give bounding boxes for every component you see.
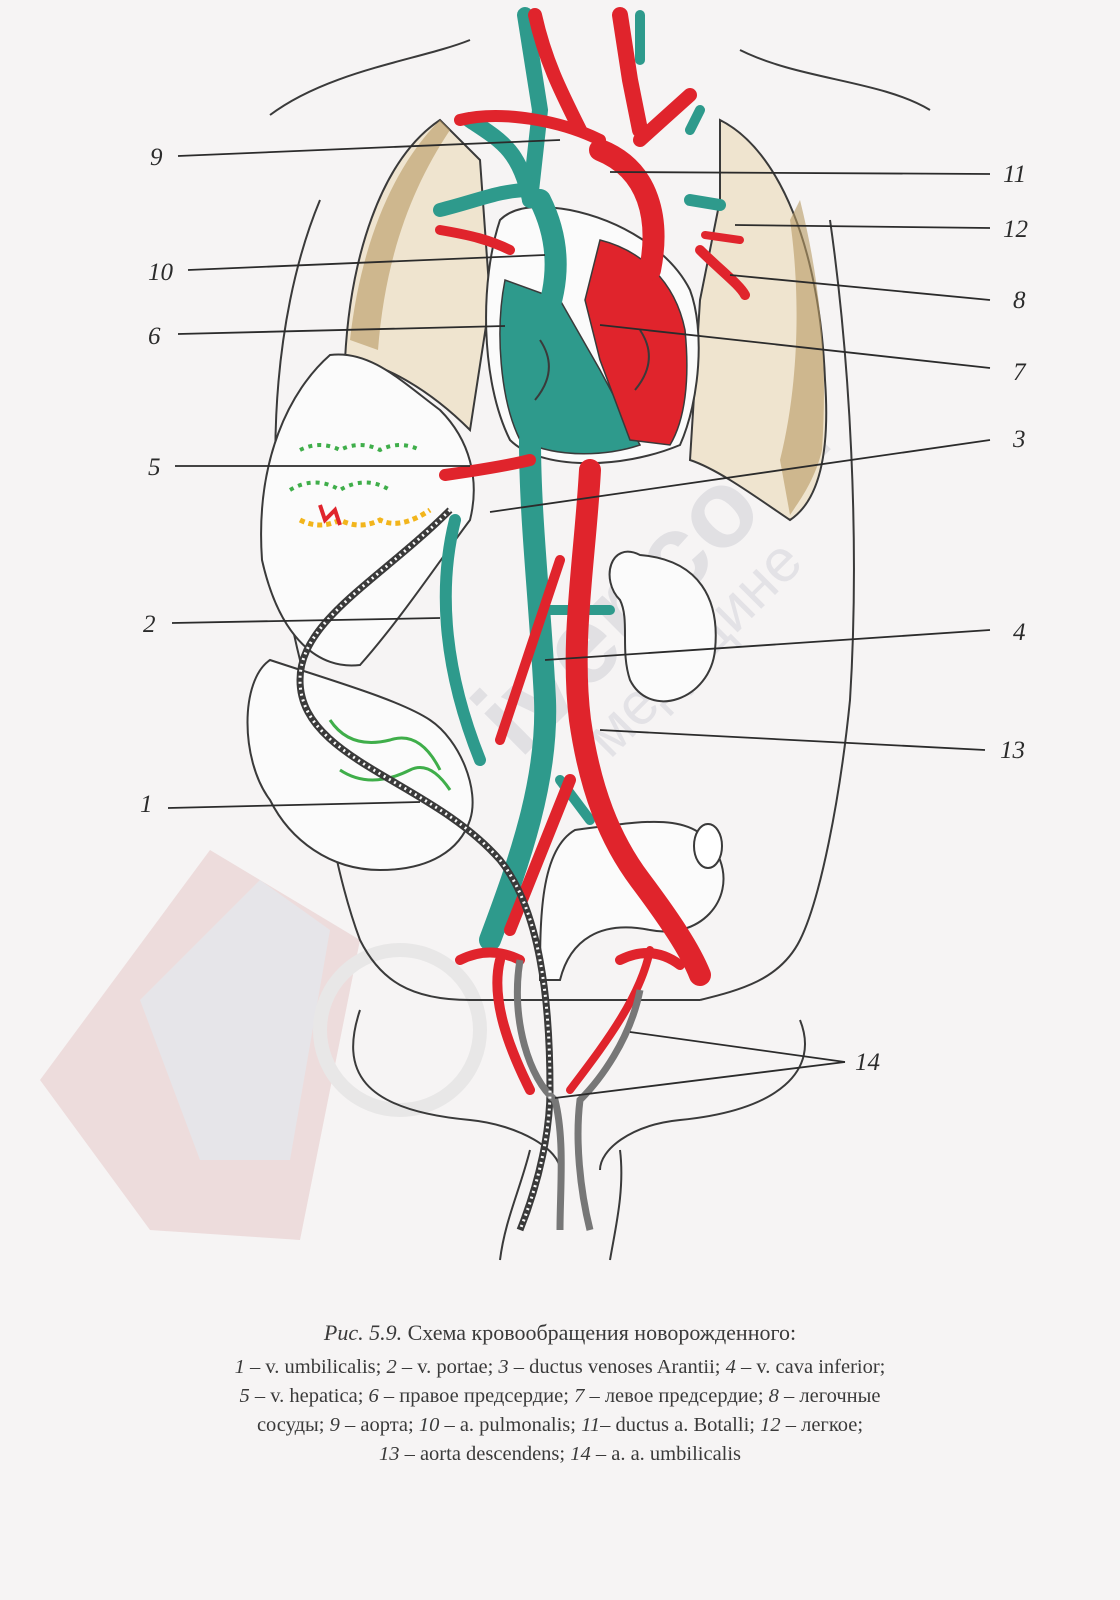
legend-text: – v. umbilicalis; bbox=[244, 1356, 387, 1378]
legend-num: 8 bbox=[768, 1385, 779, 1407]
left-kidney bbox=[608, 550, 717, 703]
legend-text: – aorta descendens; bbox=[399, 1443, 571, 1465]
leader-3 bbox=[489, 439, 991, 513]
circulation-diagram: iver.com медицине bbox=[40, 7, 1028, 1261]
legend-num: 12 bbox=[760, 1414, 781, 1436]
caption-title-text: Схема кровообращения новорожденного: bbox=[407, 1320, 797, 1345]
leader-13 bbox=[599, 729, 986, 751]
label-11: 11 bbox=[1003, 161, 1026, 188]
figure-caption: Рис. 5.9. Схема кровообращения новорожде… bbox=[60, 1318, 1060, 1469]
v-portae bbox=[439, 514, 486, 766]
leader-11 bbox=[609, 171, 991, 175]
legend-text: – ductus venoses Arantii; bbox=[508, 1356, 726, 1378]
v-umbilicalis bbox=[296, 507, 554, 1232]
legend-num: 14 bbox=[570, 1443, 591, 1465]
veins bbox=[433, 7, 726, 951]
caption-line-3: сосуды; 9 – аорта; 10 – a. pulmonalis; 1… bbox=[60, 1411, 1060, 1440]
legend-text: – аорта; bbox=[339, 1414, 419, 1436]
leader-6 bbox=[177, 325, 506, 335]
leader-9 bbox=[177, 139, 561, 157]
label-12: 12 bbox=[1003, 216, 1028, 243]
label-10: 10 bbox=[148, 259, 174, 286]
legend-num: 3 bbox=[498, 1356, 509, 1378]
left-atrium bbox=[584, 239, 688, 446]
label-5: 5 bbox=[148, 454, 161, 481]
label-2: 2 bbox=[143, 611, 156, 638]
arteries bbox=[435, 7, 750, 1095]
label-3: 3 bbox=[1012, 426, 1026, 453]
leader-4 bbox=[544, 629, 991, 661]
legend-num: 1 bbox=[234, 1356, 245, 1378]
heart bbox=[485, 206, 700, 465]
v-cava-inferior bbox=[479, 429, 557, 951]
leader-1 bbox=[167, 801, 421, 809]
label-4: 4 bbox=[1013, 619, 1026, 646]
legend-num: 2 bbox=[386, 1356, 397, 1378]
label-8: 8 bbox=[1013, 287, 1026, 314]
leader-7 bbox=[599, 324, 991, 369]
legend-text: – ductus a. Botalli; bbox=[600, 1414, 761, 1436]
legend-text: – левое предсердие; bbox=[584, 1385, 769, 1407]
legend-text: – правое предсердие; bbox=[378, 1385, 575, 1407]
leader-10 bbox=[187, 254, 546, 271]
legend-num: 4 bbox=[725, 1356, 736, 1378]
leader-14b bbox=[554, 1061, 846, 1099]
caption-line-2: 5 – v. hepatica; 6 – правое предсердие; … bbox=[60, 1382, 1060, 1411]
legend-text: – легкое; bbox=[780, 1414, 864, 1436]
legend-num: 5 bbox=[239, 1385, 250, 1407]
legend-text: – a. pulmonalis; bbox=[439, 1414, 582, 1436]
legend-text: – v. hepatica; bbox=[249, 1385, 369, 1407]
legend-num: 6 bbox=[368, 1385, 379, 1407]
legend-text: сосуды; bbox=[256, 1414, 330, 1436]
leader-lines bbox=[167, 139, 991, 1099]
figure-labels: 9 11 12 10 8 6 7 3 5 2 4 13 1 14 bbox=[140, 144, 1028, 1076]
leader-2 bbox=[171, 617, 441, 624]
legend-text: – v. cava inferior; bbox=[735, 1356, 886, 1378]
label-14: 14 bbox=[855, 1049, 880, 1076]
label-7: 7 bbox=[1013, 359, 1027, 386]
label-6: 6 bbox=[148, 323, 161, 350]
ductus-venosus bbox=[439, 454, 536, 481]
aorta bbox=[589, 139, 665, 281]
legend-text: – v. portae; bbox=[396, 1356, 499, 1378]
leader-14a bbox=[629, 1031, 846, 1063]
legend-num: 9 bbox=[329, 1414, 340, 1436]
legend-text: – легочные bbox=[778, 1385, 881, 1407]
legend-num: 10 bbox=[418, 1414, 440, 1436]
caption-line-1: 1 – v. umbilicalis; 2 – v. portae; 3 – d… bbox=[60, 1353, 1060, 1382]
label-9: 9 bbox=[150, 144, 163, 171]
aorta-descendens bbox=[565, 459, 711, 986]
legend-text: – a. a. umbilicalis bbox=[590, 1443, 742, 1465]
umbilical-cord bbox=[296, 507, 644, 1232]
liver bbox=[260, 353, 475, 667]
leader-12 bbox=[734, 224, 991, 229]
caption-figure-number: Рис. 5.9. bbox=[323, 1320, 403, 1345]
leader-8 bbox=[729, 274, 991, 301]
legend-num: 11 bbox=[581, 1414, 601, 1436]
label-1: 1 bbox=[140, 791, 153, 818]
legend-num: 13 bbox=[378, 1443, 400, 1465]
legend-num: 7 bbox=[574, 1385, 585, 1407]
caption-line-4: 13 – aorta descendens; 14 – a. a. umbili… bbox=[60, 1440, 1060, 1469]
caption-title: Рис. 5.9. Схема кровообращения новорожде… bbox=[60, 1318, 1060, 1347]
label-13: 13 bbox=[1000, 737, 1025, 764]
watermark-circle bbox=[313, 943, 487, 1117]
lungs bbox=[343, 118, 828, 522]
